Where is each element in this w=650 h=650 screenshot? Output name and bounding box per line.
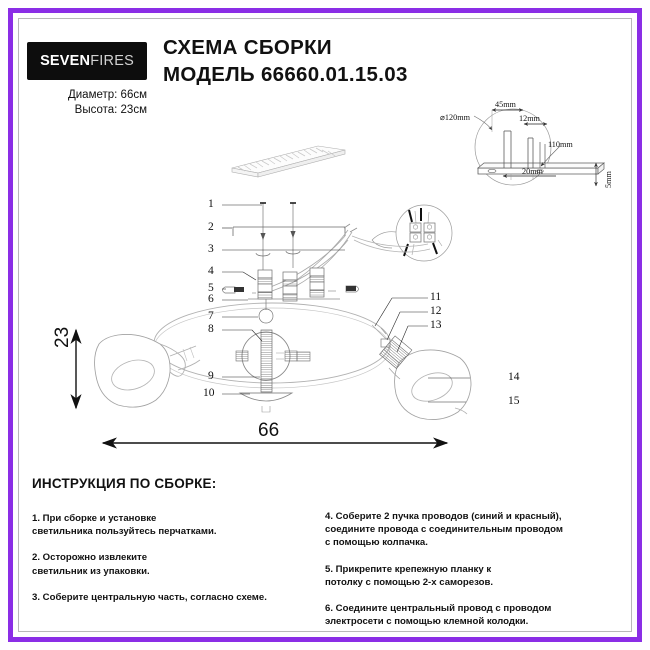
label-width-45: 45mm: [495, 100, 516, 109]
instruction-item-1: 1. При сборке и установке светильника по…: [32, 513, 217, 538]
spec-diameter: Диаметр: 66см: [67, 89, 147, 101]
dimension-label-height: 23: [52, 326, 73, 348]
label-diameter-120: ⌀120mm: [440, 113, 470, 122]
callout-9: 9: [208, 370, 214, 382]
instruction-item-3: 3. Соберите центральную часть, согласно …: [32, 591, 267, 603]
instruction-item-6: 6. Соедините центральный провод с провод…: [325, 603, 552, 628]
callout-13: 13: [430, 319, 442, 331]
instruction-item-5: 5. Прикрепите крепежную планку к потолку…: [325, 563, 494, 588]
callout-2: 2: [208, 221, 214, 233]
product-specs: Диаметр: 66см Высота: 23см: [27, 88, 147, 118]
callout-10: 10: [203, 387, 215, 399]
instructions-column-left: 1. При сборке и установке светильника по…: [32, 512, 302, 617]
callout-15: 15: [508, 395, 520, 407]
instructions-heading: ИНСТРУКЦИЯ ПО СБОРКЕ:: [32, 476, 217, 491]
spec-height: Высота: 23см: [74, 104, 147, 116]
callout-8: 8: [208, 323, 214, 335]
callout-12: 12: [430, 305, 442, 317]
dimension-label-width: 66: [258, 420, 280, 441]
callout-3: 3: [208, 243, 214, 255]
label-width-110: 110mm: [548, 140, 573, 149]
label-height-5: 5mm: [604, 171, 613, 188]
logo-text-fires: FIRES: [90, 53, 134, 69]
page-title: СХЕМА СБОРКИ МОДЕЛЬ 66660.01.15.03: [163, 34, 408, 88]
title-model: МОДЕЛЬ 66660.01.15.03: [163, 63, 408, 86]
instruction-item-2: 2. Осторожно извлеките светильник из упа…: [32, 552, 150, 577]
title-scheme: СХЕМА СБОРКИ: [163, 36, 332, 59]
label-width-20: 20mm: [522, 167, 543, 176]
instruction-item-4: 4. Соберите 2 пучка проводов (синий и кр…: [325, 511, 563, 549]
outer-purple-border: [8, 8, 642, 642]
callout-4: 4: [208, 265, 214, 277]
logo-text-seven: SEVEN: [40, 53, 91, 69]
callout-7: 7: [208, 310, 214, 322]
callout-14: 14: [508, 371, 520, 383]
brand-logo: SEVENFIRES: [27, 42, 147, 80]
callout-5: 5: [208, 282, 214, 294]
label-width-12: 12mm: [519, 114, 540, 123]
callout-6: 6: [208, 293, 214, 305]
callout-1: 1: [208, 198, 214, 210]
callout-11: 11: [430, 291, 442, 303]
instructions-column-right: 4. Соберите 2 пучка проводов (синий и кр…: [325, 510, 625, 641]
